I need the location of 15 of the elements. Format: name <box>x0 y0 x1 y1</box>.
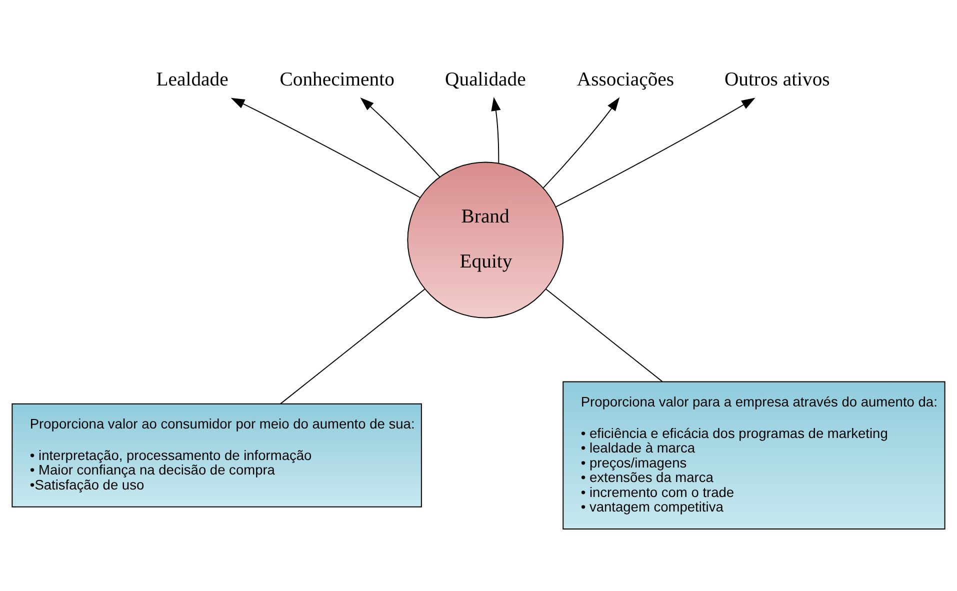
node-text: Lealdade <box>156 68 228 90</box>
connector <box>280 288 426 404</box>
node-box: Proporciona valor ao consumidor por meio do aumento de sua: • interpretação, processamento de informação • Maior confiança na decisão de compra •Satisfação de uso <box>12 402 422 507</box>
arrow <box>556 97 756 207</box>
connector <box>546 288 663 382</box>
node-text: Associações <box>576 68 674 90</box>
node-box: Proporciona valor para a empresa através do aumento da: • eficiência e eficácia dos programas de marketing • lealdade à marca • preços/imagens • extensões da marca • incremento com o trade • vantagem competitiva <box>562 380 946 529</box>
arrow <box>230 97 421 198</box>
node-text: Conhecimento <box>280 68 394 90</box>
node-text: Qualidade <box>445 68 526 90</box>
arrow <box>360 96 440 177</box>
node-circle: Brand Equity <box>407 161 564 318</box>
arrow <box>491 96 501 164</box>
arrow <box>542 96 620 188</box>
node-text: Outros ativos <box>724 68 830 90</box>
